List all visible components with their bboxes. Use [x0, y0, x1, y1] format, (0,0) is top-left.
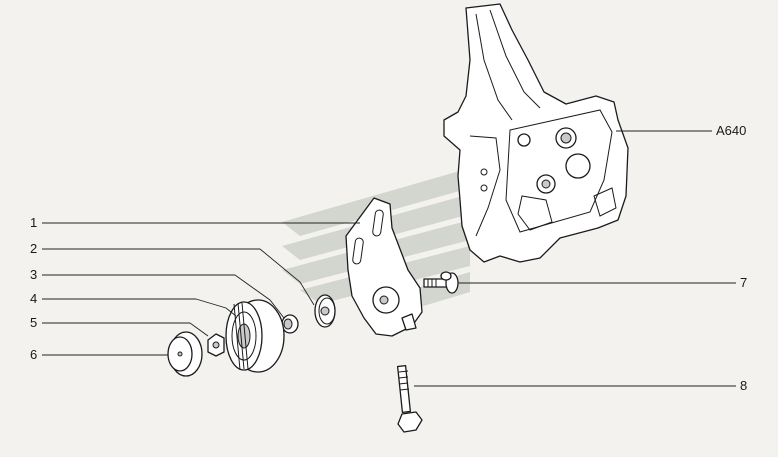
callout-2: 2: [30, 241, 37, 256]
engine-mount-bracket: [443, 3, 629, 263]
part-8-long-bolt: [396, 365, 423, 433]
part-5-nut: [207, 333, 225, 357]
callout-3: 3: [30, 267, 37, 282]
callout-a640: A640: [716, 123, 746, 138]
part-1-tensioner-plate: [345, 197, 423, 337]
part-4-pulley: [225, 299, 285, 373]
callout-4: 4: [30, 291, 37, 306]
callout-6: 6: [30, 347, 37, 362]
callout-1: 1: [30, 215, 37, 230]
callout-5: 5: [30, 315, 37, 330]
part-3-bushing: [281, 314, 299, 334]
part-6-cap: [167, 331, 203, 377]
leader-lines: [42, 130, 736, 387]
callout-8: 8: [740, 378, 747, 393]
callout-7: 7: [740, 275, 747, 290]
part-2-washer: [314, 294, 336, 328]
